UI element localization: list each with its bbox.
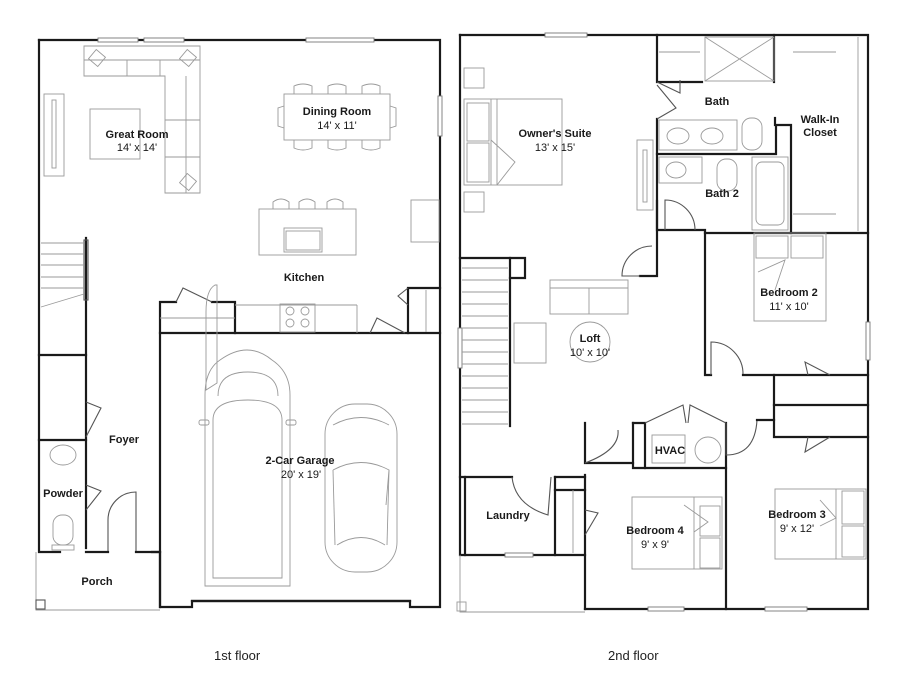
second-floor-plan: Owner's Suite 13' x 15' Bath Walk-In Clo… [456,32,871,613]
room-label-walk-in: Walk-In [801,114,840,126]
room-label-bedroom-2: Bedroom 2 [760,287,817,299]
floor-label-2nd: 2nd floor [608,648,659,663]
room-dims-bedroom-4: 9' x 9' [641,539,669,551]
room-label-owners-suite: Owner's Suite [519,128,592,140]
room-label-laundry: Laundry [486,510,530,522]
room-label-closet: Closet [803,127,837,139]
room-label-powder: Powder [43,488,83,500]
room-dims-bedroom-2: 11' x 10' [769,301,808,313]
room-label-loft: Loft [580,333,601,345]
first-floor-plan: Great Room 14' x 14' Dining Room 14' x 1… [35,37,443,611]
room-label-great-room: Great Room [106,129,169,141]
room-label-bedroom-4: Bedroom 4 [626,525,684,537]
room-dims-garage: 20' x 19' [281,469,321,481]
room-label-bath: Bath [705,96,730,108]
room-dims-dining-room: 14' x 11' [317,120,356,132]
room-dims-loft: 10' x 10' [570,347,610,359]
room-label-dining-room: Dining Room [303,106,372,118]
room-label-kitchen: Kitchen [284,272,325,284]
floor-label-1st: 1st floor [214,648,261,663]
room-label-foyer: Foyer [109,434,140,446]
room-label-bath-2: Bath 2 [705,188,739,200]
room-label-hvac: HVAC [655,445,685,457]
room-dims-great-room: 14' x 14' [117,142,157,154]
room-label-bedroom-3: Bedroom 3 [768,509,825,521]
room-label-garage: 2-Car Garage [265,455,334,467]
room-dims-bedroom-3: 9' x 12' [780,523,814,535]
room-label-porch: Porch [81,576,112,588]
room-dims-owners-suite: 13' x 15' [535,142,575,154]
